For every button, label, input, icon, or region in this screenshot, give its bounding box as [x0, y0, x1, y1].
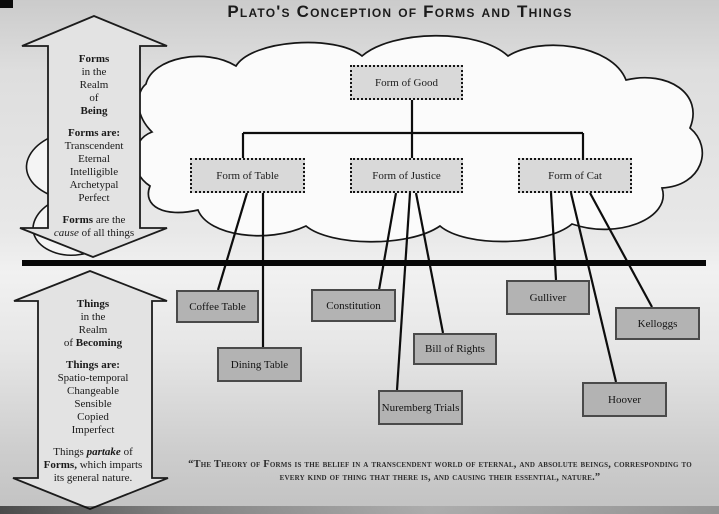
page-title: Plato's Conception of Forms and Things — [227, 2, 573, 21]
form-node-form-of-cat: Form of Cat — [518, 158, 632, 193]
forms-arrow-shape — [19, 15, 168, 258]
scan-bottom-shadow — [0, 506, 719, 514]
thing-node-bill-of-rights: Bill of Rights — [413, 333, 497, 365]
thing-node-dining-table: Dining Table — [217, 347, 302, 382]
form-node-form-of-good: Form of Good — [350, 65, 463, 100]
theory-of-forms-quote: “The Theory of Forms is the belief in a … — [188, 459, 692, 483]
divider-line — [22, 260, 706, 266]
edge-line — [377, 192, 398, 291]
thing-node-coffee-table: Coffee Table — [176, 290, 259, 323]
form-node-form-of-table: Form of Table — [190, 158, 305, 193]
edge-line — [216, 192, 249, 291]
thing-node-gulliver: Gulliver — [506, 280, 590, 315]
thing-node-hoover: Hoover — [582, 382, 667, 417]
form-node-form-of-justice: Form of Justice — [350, 158, 463, 193]
thing-node-kelloggs: Kelloggs — [615, 307, 700, 340]
thing-node-constitution: Constitution — [311, 289, 396, 322]
thing-node-nuremberg-trials: Nuremberg Trials — [378, 390, 463, 425]
scan-corner-artifact — [0, 0, 13, 8]
edges-layer — [216, 100, 653, 391]
edge-line — [569, 192, 618, 383]
edge-line — [395, 192, 412, 391]
edge-line — [589, 192, 653, 308]
